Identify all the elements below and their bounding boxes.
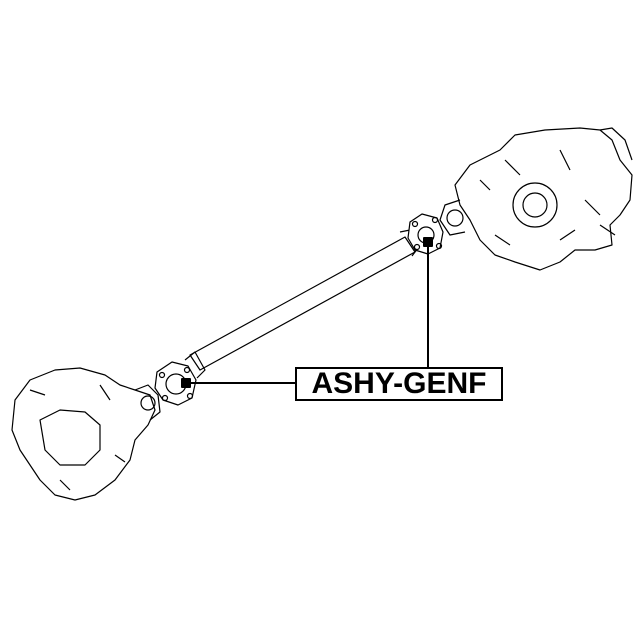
- shaft-tube: [184, 229, 419, 379]
- front-differential: [11, 367, 161, 501]
- part-number-label: ASHY-GENF: [295, 367, 503, 401]
- leader-lines: [181, 237, 433, 388]
- rear-joint: [407, 213, 444, 255]
- rear-differential: [439, 127, 633, 271]
